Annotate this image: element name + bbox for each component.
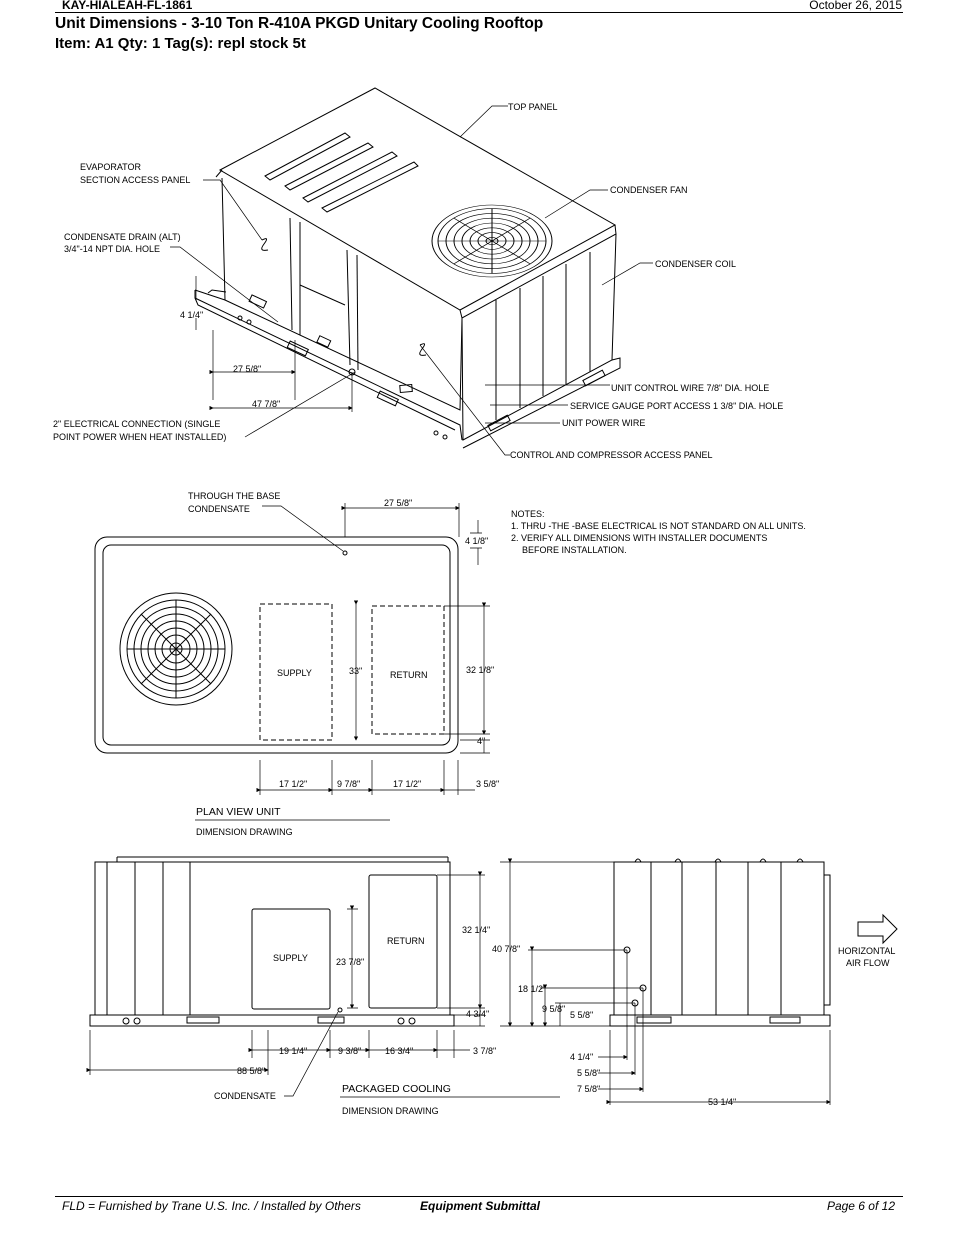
label-airflow-l1: HORIZONTAL — [838, 946, 895, 956]
return-opening — [371, 605, 445, 735]
note-1: 1. THRU -THE -BASE ELECTRICAL IS NOT STA… — [511, 521, 806, 531]
label-gauge-port: SERVICE GAUGE PORT ACCESS 1 3/8" DIA. HO… — [570, 401, 783, 411]
label-airflow-l2: AIR FLOW — [846, 958, 890, 968]
dim-4: 4" — [477, 736, 485, 746]
condenser-fan-icon — [431, 204, 553, 278]
side-dimensions — [500, 858, 831, 1105]
front-labels: SUPPLY RETURN 23 7/8" 32 1/4" 4 3/4" 19 … — [214, 925, 496, 1116]
elev-subcaption: DIMENSION DRAWING — [342, 1106, 439, 1116]
dim-4-3-4: 4 3/4" — [466, 1009, 489, 1019]
footer-rule — [55, 1196, 903, 1197]
dim-32-1-4: 32 1/4" — [462, 925, 490, 935]
dim-88-5-8: 88 5/8" — [237, 1066, 265, 1076]
label-evap-l2: SECTION ACCESS PANEL — [80, 175, 190, 185]
header-rule — [55, 12, 903, 13]
supply-opening — [259, 603, 333, 741]
dim-3-7-8: 3 7/8" — [473, 1046, 496, 1056]
notes: NOTES: 1. THRU -THE -BASE ELECTRICAL IS … — [511, 509, 806, 555]
document-date: October 26, 2015 — [809, 0, 902, 12]
dim-47-7-8: 47 7/8" — [252, 399, 280, 409]
dim-7-5-8: 7 5/8" — [577, 1084, 600, 1094]
label-control-wire: UNIT CONTROL WIRE 7/8" DIA. HOLE — [611, 383, 769, 393]
isometric-view — [194, 87, 621, 449]
plan-caption: PLAN VIEW UNIT — [196, 806, 281, 818]
front-dimensions — [86, 871, 560, 1098]
label-power-wire: UNIT POWER WIRE — [562, 418, 645, 428]
plan-subcaption: DIMENSION DRAWING — [196, 827, 293, 837]
dim-27-5-8: 27 5/8" — [233, 364, 261, 374]
label-evap-l1: EVAPORATOR — [80, 162, 142, 172]
dim-9-5-8: 9 5/8" — [542, 1004, 565, 1014]
isometric-labels: TOP PANEL EVAPORATOR SECTION ACCESS PANE… — [53, 102, 783, 460]
footer-page-number: Page 6 of 12 — [826, 1199, 895, 1213]
plan-outline — [94, 536, 459, 754]
plan-view — [94, 536, 459, 754]
label-front-supply: SUPPLY — [273, 953, 308, 963]
label-condenser-fan: CONDENSER FAN — [610, 185, 688, 195]
plan-fan-icon — [119, 592, 233, 706]
airflow-arrow-icon — [857, 913, 898, 945]
label-base-cond-l2: CONDENSATE — [188, 504, 250, 514]
front-return — [368, 874, 438, 1009]
label-supply: SUPPLY — [277, 668, 312, 678]
footer-fld-note: FLD = Furnished by Trane U.S. Inc. / Ins… — [62, 1199, 361, 1213]
dim-32-1-8: 32 1/8" — [466, 665, 494, 675]
label-condensate: CONDENSATE — [214, 1091, 276, 1101]
dim-17-1-2-a: 17 1/2" — [279, 779, 307, 789]
dim-5-5-8-b: 5 5/8" — [577, 1068, 600, 1078]
notes-heading: NOTES: — [511, 509, 545, 519]
job-name: KAY-HIALEAH-FL-1861 — [62, 0, 193, 12]
plan-labels: THROUGH THE BASE CONDENSATE 27 5/8" 4 1/… — [188, 491, 499, 837]
dim-40-7-8: 40 7/8" — [492, 944, 520, 954]
top-panel — [218, 87, 617, 311]
label-condenser-coil: CONDENSER COIL — [655, 259, 736, 269]
dim-19-1-4: 19 1/4" — [279, 1046, 307, 1056]
dim-4-1-4: 4 1/4" — [180, 310, 203, 320]
dim-4-1-8: 4 1/8" — [465, 536, 488, 546]
dim-4-1-4-b: 4 1/4" — [570, 1052, 593, 1062]
dim-9-7-8: 9 7/8" — [337, 779, 360, 789]
note-2a: 2. VERIFY ALL DIMENSIONS WITH INSTALLER … — [511, 533, 767, 543]
isometric-annotations — [170, 105, 653, 456]
elev-caption: PACKAGED COOLING — [342, 1083, 451, 1095]
dim-16-3-4: 16 3/4" — [385, 1046, 413, 1056]
page-title: Unit Dimensions - 3-10 Ton R-410A PKGD U… — [55, 15, 544, 32]
plan-dimensions — [195, 503, 490, 821]
dim-3-5-8: 3 5/8" — [476, 779, 499, 789]
label-front-return: RETURN — [387, 936, 425, 946]
label-base-cond-l1: THROUGH THE BASE — [188, 491, 280, 501]
dim-33: 33" — [349, 666, 362, 676]
label-elec-l2: POINT POWER WHEN HEAT INSTALLED) — [53, 432, 226, 442]
label-elec-l1: 2" ELECTRICAL CONNECTION (SINGLE — [53, 419, 220, 429]
label-top-panel: TOP PANEL — [508, 102, 558, 112]
dim-17-1-2-b: 17 1/2" — [393, 779, 421, 789]
label-compressor-panel: CONTROL AND COMPRESSOR ACCESS PANEL — [510, 450, 713, 460]
note-2b: BEFORE INSTALLATION. — [522, 545, 627, 555]
dim-5-5-8-a: 5 5/8" — [570, 1010, 593, 1020]
label-return: RETURN — [390, 670, 428, 680]
item-line: Item: A1 Qty: 1 Tag(s): repl stock 5t — [55, 35, 306, 52]
footer-doc-type: Equipment Submittal — [420, 1199, 540, 1213]
front-elevation — [89, 856, 455, 1027]
dim-23-7-8: 23 7/8" — [336, 957, 364, 967]
dim-18-1-2: 18 1/2" — [518, 984, 546, 994]
front-supply — [251, 908, 331, 1010]
label-drain-l1: CONDENSATE DRAIN (ALT) — [64, 232, 181, 242]
dim-9-3-8: 9 3/8" — [338, 1046, 361, 1056]
dim-53-1-4: 53 1/4" — [708, 1097, 736, 1107]
side-elevation — [609, 858, 898, 1027]
label-drain-l2: 3/4"-14 NPT DIA. HOLE — [64, 244, 160, 254]
side-labels: 40 7/8" 18 1/2" 9 5/8" 5 5/8" 4 1/4" 5 5… — [492, 944, 895, 1107]
side-cabinet — [613, 861, 825, 1016]
dim-plan-27-5-8: 27 5/8" — [384, 498, 412, 508]
